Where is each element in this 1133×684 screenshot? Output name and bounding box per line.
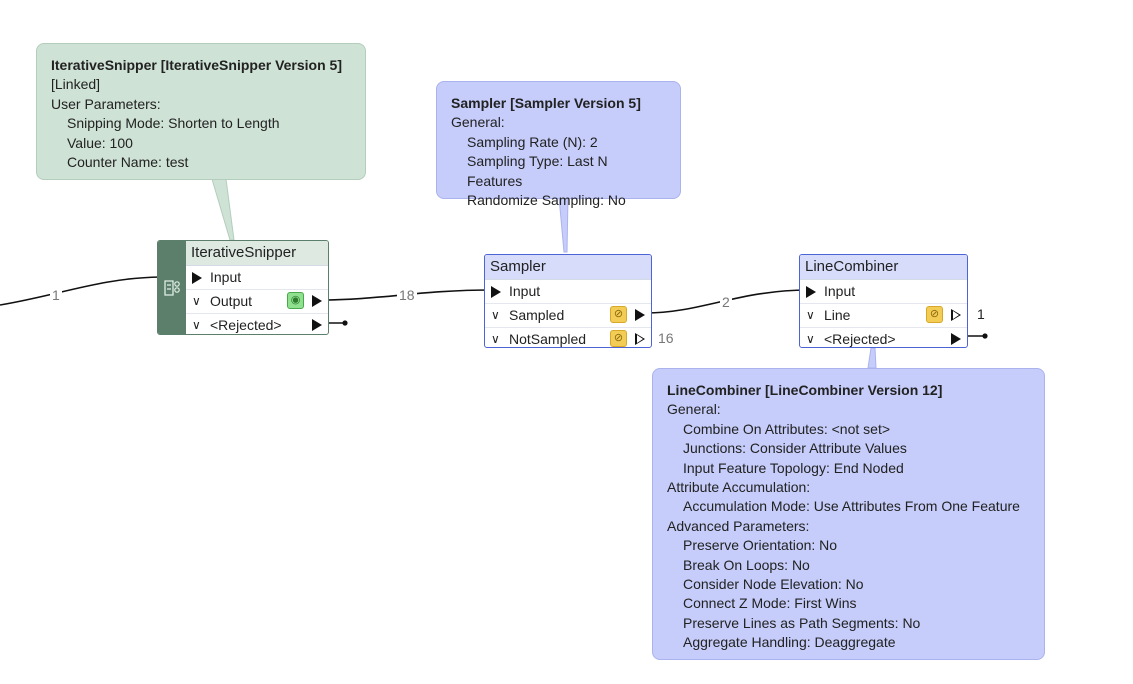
- port-label: Output: [210, 293, 253, 309]
- port-input[interactable]: Input: [800, 280, 967, 304]
- annotation-title: IterativeSnipper [IterativeSnipper Versi…: [51, 57, 342, 73]
- param-break-on-loops: Break On Loops: No: [683, 556, 810, 573]
- eye-off-icon[interactable]: ⊘: [926, 306, 943, 323]
- param-preserve-orientation: Preserve Orientation: No: [683, 537, 838, 554]
- port-label: <Rejected>: [824, 331, 896, 347]
- param-value: Value: 100: [67, 134, 133, 151]
- annotation-iterativesnipper[interactable]: IterativeSnipper [IterativeSnipper Versi…: [36, 43, 366, 180]
- annotation-title: Sampler [Sampler Version 5]: [451, 95, 641, 111]
- feature-count-line[interactable]: 1: [977, 306, 985, 322]
- param-sampling-rate: Sampling Rate (N): 2: [467, 133, 598, 150]
- chevron-down-icon[interactable]: ∨: [491, 308, 500, 322]
- annotation-section: User Parameters:: [51, 95, 161, 112]
- eye-off-icon[interactable]: ⊘: [610, 330, 627, 347]
- param-snipping-mode: Snipping Mode: Shorten to Length: [67, 115, 280, 132]
- chevron-down-icon[interactable]: ∨: [192, 318, 201, 332]
- input-arrow-icon: [192, 272, 202, 284]
- port-input[interactable]: Input: [485, 280, 651, 304]
- annotation-linecombiner[interactable]: LineCombiner [LineCombiner Version 12] G…: [652, 368, 1045, 660]
- annotation-section-general: General:: [667, 401, 721, 418]
- annotation-tail-linecombiner: [867, 347, 877, 369]
- transformer-title: Sampler: [485, 255, 651, 280]
- output-arrow-icon[interactable]: [312, 295, 322, 307]
- param-accumulation-mode: Accumulation Mode: Use Attributes From O…: [683, 498, 1020, 515]
- param-junctions: Junctions: Consider Attribute Values: [683, 440, 907, 457]
- port-sampled[interactable]: ∨ Sampled ⊘: [485, 304, 651, 328]
- annotation-section-accumulation: Attribute Accumulation:: [667, 479, 811, 496]
- input-arrow-icon: [491, 286, 501, 298]
- feature-count-sampled[interactable]: 2: [720, 294, 732, 310]
- param-path-segments: Preserve Lines as Path Segments: No: [683, 614, 921, 631]
- eye-off-icon[interactable]: ⊘: [610, 306, 627, 323]
- param-sampling-type: Sampling Type: Last N Features: [467, 153, 608, 189]
- output-arrow-icon[interactable]: [951, 333, 961, 345]
- chevron-down-icon[interactable]: ∨: [491, 332, 500, 346]
- annotation-sampler[interactable]: Sampler [Sampler Version 5] General: Sam…: [436, 81, 681, 208]
- output-arrow-icon[interactable]: [635, 333, 645, 345]
- chevron-down-icon[interactable]: ∨: [806, 308, 815, 322]
- output-arrow-icon[interactable]: [312, 319, 322, 331]
- param-connect-z: Connect Z Mode: First Wins: [683, 595, 857, 612]
- transformer-iterativesnipper[interactable]: IterativeSnipper Input ∨ Output ◉ ∨ <Rej…: [157, 240, 329, 335]
- port-label: <Rejected>: [210, 317, 282, 333]
- param-node-elevation: Consider Node Elevation: No: [683, 576, 864, 593]
- port-label: Sampled: [509, 307, 565, 323]
- annotation-section-advanced: Advanced Parameters:: [667, 517, 810, 534]
- annotation-title: LineCombiner [LineCombiner Version 12]: [667, 382, 943, 398]
- param-aggregate-handling: Aggregate Handling: Deaggregate: [683, 634, 896, 651]
- eye-icon[interactable]: ◉: [287, 292, 304, 309]
- output-arrow-icon[interactable]: [951, 309, 961, 321]
- feature-count-snipper-output[interactable]: 18: [397, 287, 417, 303]
- param-topology: Input Feature Topology: End Noded: [683, 459, 904, 476]
- transformer-sampler[interactable]: Sampler Input ∨ Sampled ⊘ ∨ NotSampled ⊘: [484, 254, 652, 348]
- transformer-linecombiner[interactable]: LineCombiner Input ∨ Line ⊘ ∨ <Rejected>: [799, 254, 968, 348]
- port-label: Line: [824, 307, 851, 323]
- input-arrow-icon: [806, 286, 816, 298]
- rejected-end-snipper: [342, 320, 348, 326]
- chevron-down-icon[interactable]: ∨: [192, 294, 201, 308]
- annotation-section: General:: [451, 114, 505, 131]
- port-label: Input: [824, 283, 856, 299]
- param-randomize: Randomize Sampling: No: [467, 192, 626, 209]
- linked-transformer-icon: [164, 280, 180, 296]
- port-line[interactable]: ∨ Line ⊘: [800, 304, 967, 328]
- chevron-down-icon[interactable]: ∨: [806, 332, 815, 346]
- annotation-linked: [Linked]: [51, 76, 101, 93]
- port-output[interactable]: ∨ Output ◉: [186, 290, 328, 314]
- transformer-title: LineCombiner: [800, 255, 967, 280]
- annotation-tail-snipper: [211, 178, 235, 241]
- port-notsampled[interactable]: ∨ NotSampled ⊘: [485, 328, 651, 347]
- param-combine-on: Combine On Attributes: <not set>: [683, 420, 891, 437]
- output-arrow-icon[interactable]: [635, 309, 645, 321]
- linked-sidebar: [158, 241, 186, 334]
- port-input[interactable]: Input: [186, 266, 328, 290]
- param-counter-name: Counter Name: test: [67, 154, 189, 171]
- feature-count-notsampled[interactable]: 16: [656, 330, 676, 346]
- port-label: Input: [509, 283, 541, 299]
- port-rejected[interactable]: ∨ <Rejected>: [186, 314, 328, 334]
- port-label: Input: [210, 269, 242, 285]
- transformer-title: IterativeSnipper: [186, 241, 328, 266]
- rejected-end-combiner: [982, 333, 988, 339]
- feature-count-incoming[interactable]: 1: [50, 287, 62, 303]
- port-label: NotSampled: [509, 331, 587, 347]
- port-rejected[interactable]: ∨ <Rejected>: [800, 328, 967, 347]
